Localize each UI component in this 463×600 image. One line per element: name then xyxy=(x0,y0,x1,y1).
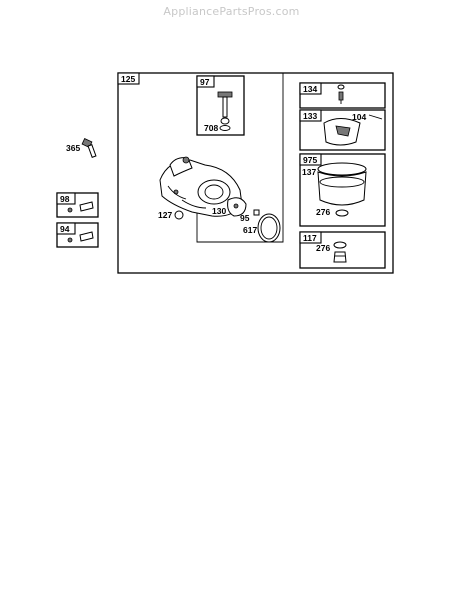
kit-98-label: 98 xyxy=(60,194,70,204)
kit-98-part[interactable] xyxy=(67,201,94,213)
kit-94-box xyxy=(56,222,99,248)
carburetor-body[interactable] xyxy=(159,156,243,217)
ring-617-label: 617 xyxy=(243,225,257,235)
bowl-nut-ref-label: 708 xyxy=(204,123,218,133)
part-95-label: 95 xyxy=(240,213,250,223)
nut-kit-box xyxy=(299,231,386,269)
watermark-text: AppliancePartsPros.com xyxy=(163,5,300,18)
bowl-kit-label: 975 xyxy=(303,155,317,165)
bowl-nut-assembly-tag xyxy=(196,75,215,88)
float-kit-tag xyxy=(299,109,322,122)
kit-94-label: 94 xyxy=(60,224,70,234)
needle-kit-box xyxy=(299,82,386,109)
kit-98-tag xyxy=(56,192,76,205)
float-kit-box xyxy=(299,109,386,151)
nut-gasket-label: 276 xyxy=(316,243,330,253)
bowl-label: 137 xyxy=(302,167,316,177)
bowl-nut-part[interactable] xyxy=(217,91,233,131)
bowl-nut-assembly-box xyxy=(196,75,245,136)
kit-94-tag xyxy=(56,222,76,235)
float-pin-part[interactable] xyxy=(368,114,383,120)
gasket-127-part[interactable] xyxy=(174,210,184,220)
part-95[interactable] xyxy=(253,209,260,216)
float-kit-label: 133 xyxy=(303,111,317,121)
ring-617-part[interactable] xyxy=(257,213,281,243)
main-group-tag xyxy=(117,72,140,85)
main-group-box xyxy=(117,72,394,274)
float-part[interactable] xyxy=(323,118,361,146)
bowl-kit-box xyxy=(299,153,386,227)
nut-kit-label: 117 xyxy=(303,233,317,243)
needle-part[interactable] xyxy=(337,84,345,104)
gasket-130-label: 130 xyxy=(212,206,226,216)
bolt-label: 365 xyxy=(66,143,80,153)
kit-98-box xyxy=(56,192,99,218)
kit-94-part[interactable] xyxy=(67,231,94,243)
needle-kit-label: 134 xyxy=(303,84,317,94)
bolt-part[interactable] xyxy=(81,138,97,158)
needle-kit-tag xyxy=(299,82,322,95)
nut-part[interactable] xyxy=(333,241,347,263)
float-pin-label: 104 xyxy=(352,112,366,122)
ring-617-inner xyxy=(260,216,278,240)
bowl-kit-tag xyxy=(299,153,322,166)
main-group-label: 125 xyxy=(121,74,135,84)
gasket-130-part[interactable] xyxy=(227,197,247,217)
bowl-gasket-part[interactable] xyxy=(335,209,349,217)
gasket-127-label: 127 xyxy=(158,210,172,220)
bowl-gasket-label: 276 xyxy=(316,207,330,217)
bowl-part[interactable] xyxy=(317,162,367,206)
bowl-nut-assembly-label: 97 xyxy=(200,77,210,87)
nut-kit-tag xyxy=(299,231,322,244)
